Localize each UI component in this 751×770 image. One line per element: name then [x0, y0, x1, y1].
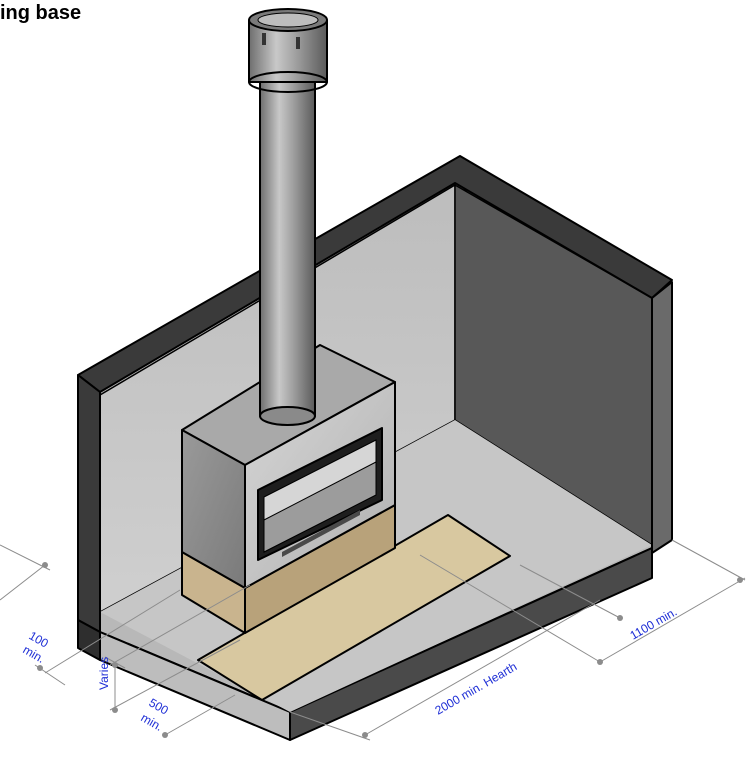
diagram-title: ing base	[0, 2, 82, 24]
width-label: 1100 min.	[628, 605, 680, 643]
dimension-lines	[0, 539, 746, 741]
height-label: Varies	[97, 657, 111, 690]
flue-pipe	[248, 8, 328, 426]
wall-shell	[77, 155, 673, 661]
